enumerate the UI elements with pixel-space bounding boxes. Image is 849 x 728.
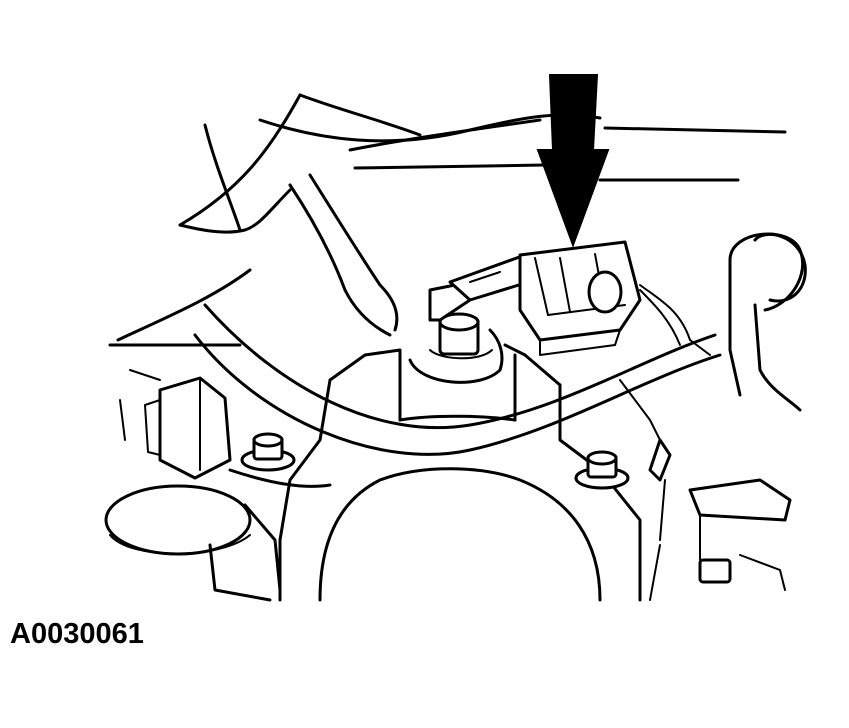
left-bolt bbox=[240, 432, 296, 472]
right-side-connectors bbox=[619, 379, 792, 601]
right-fitting bbox=[728, 232, 807, 412]
left-coil-bracket bbox=[119, 369, 232, 480]
solenoid-connector bbox=[428, 240, 711, 356]
manifold-body bbox=[228, 343, 642, 602]
round-cap bbox=[104, 484, 282, 602]
right-bolt bbox=[574, 450, 630, 490]
center-bolt bbox=[408, 312, 504, 384]
upper-hoses bbox=[108, 93, 787, 347]
figure-id-label: A0030061 bbox=[10, 618, 144, 650]
down-arrow-callout bbox=[536, 74, 610, 248]
wire-harness-hose bbox=[193, 303, 722, 456]
left-diagonal-hose bbox=[288, 173, 399, 337]
